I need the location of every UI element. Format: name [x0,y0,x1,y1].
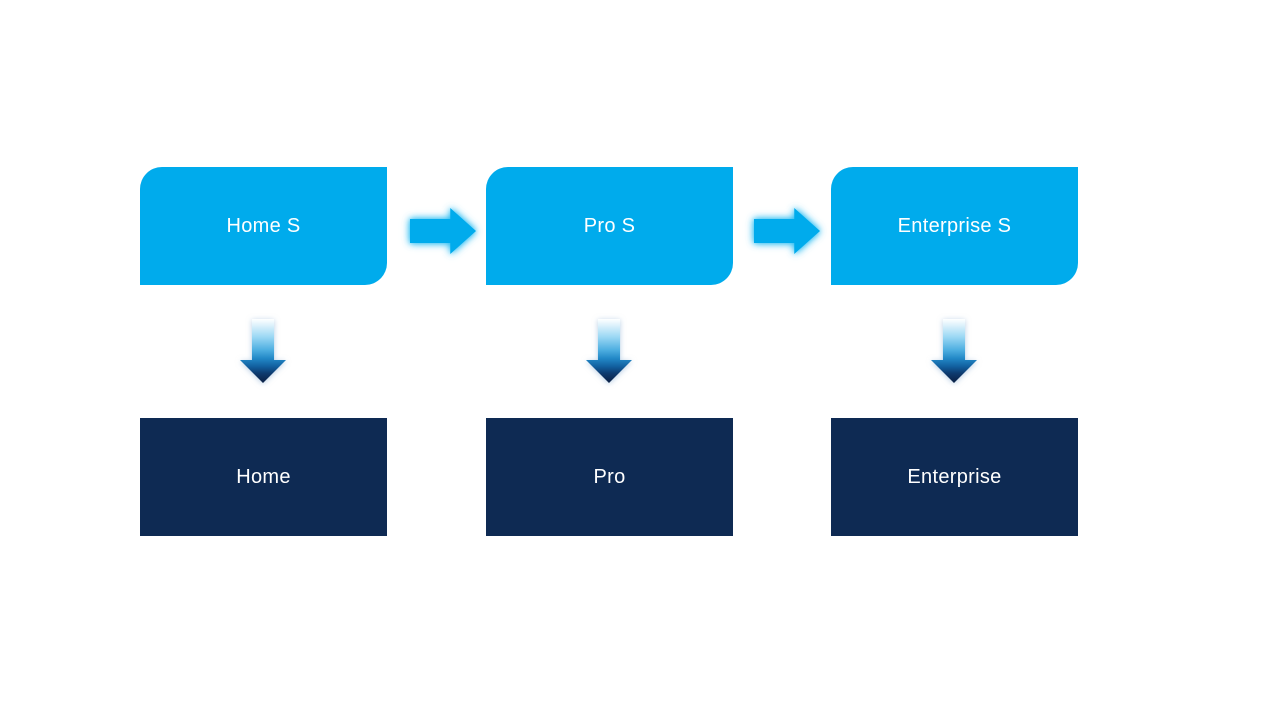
right-arrow-icon [754,208,820,254]
box-enterprise-s: Enterprise S [831,167,1078,285]
box-home-s: Home S [140,167,387,285]
box-pro-label: Pro [593,465,626,488]
box-enterprise-s-label: Enterprise S [897,214,1012,237]
box-pro-s: Pro S [486,167,733,285]
arrow-pro-s-to-enterprise-s [754,208,820,254]
right-arrow-icon [410,208,476,254]
box-pro: Pro [486,418,733,536]
arrow-pro-s-to-pro [586,319,632,383]
arrow-enterprise-s-to-enterprise [931,319,977,383]
down-arrow-icon [240,319,286,383]
box-home-s-label: Home S [226,214,301,237]
box-pro-s-label: Pro S [583,214,636,237]
arrow-home-s-to-home [240,319,286,383]
down-arrow-icon [586,319,632,383]
box-enterprise-label: Enterprise [907,465,1002,488]
box-home-label: Home [236,465,291,488]
box-home: Home [140,418,387,536]
arrow-home-s-to-pro-s [410,208,476,254]
down-arrow-icon [931,319,977,383]
box-enterprise: Enterprise [831,418,1078,536]
